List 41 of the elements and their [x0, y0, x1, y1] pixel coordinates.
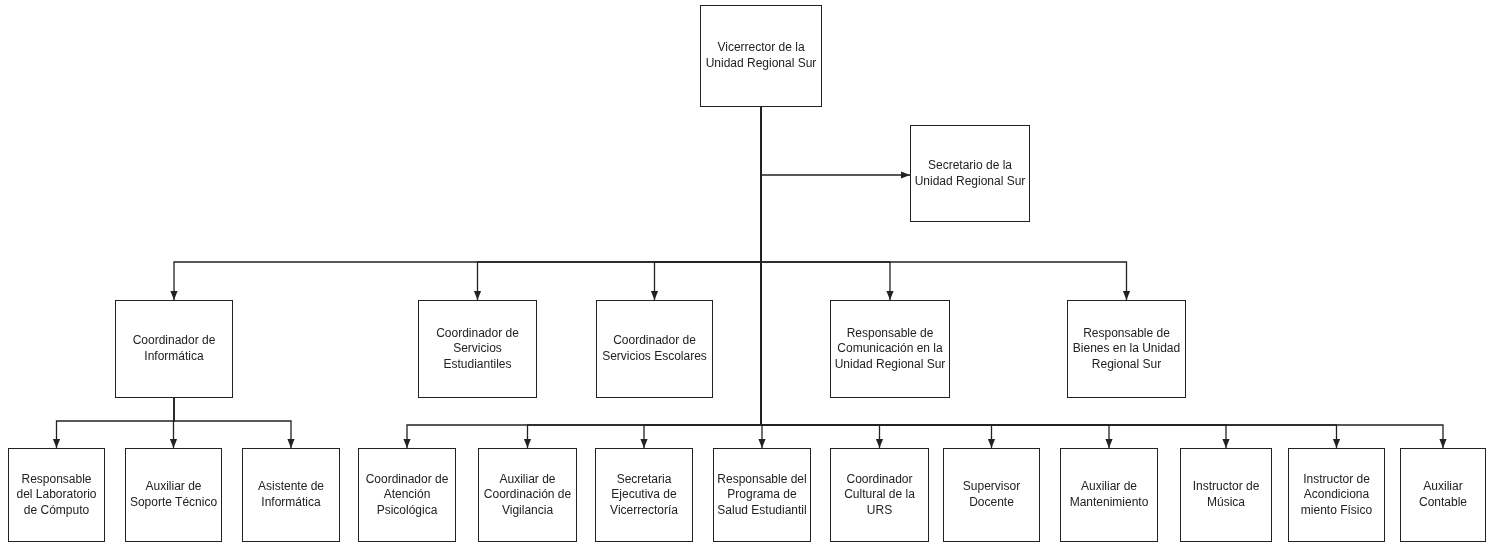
position-title: Coordinador de Servicios Escolares	[601, 333, 708, 365]
position-title: Secretaria Ejecutiva de Vicerrectoría	[609, 471, 679, 519]
position-box	[700, 5, 822, 107]
position-box	[418, 300, 537, 398]
position-box	[943, 448, 1040, 542]
position-box	[1288, 448, 1385, 542]
position-title: Supervisor Docente	[961, 479, 1022, 511]
position-title: Coordinador de Servicios Estudiantiles	[435, 325, 520, 373]
position-box	[8, 448, 105, 542]
position-box	[478, 448, 577, 542]
position-box	[910, 125, 1030, 222]
position-box	[830, 448, 929, 542]
position-box	[830, 300, 950, 398]
position-title: Responsable de Comunicación en la Unidad Regional Sur	[834, 325, 946, 373]
position-box	[1180, 448, 1272, 542]
position-title: Coordinador de Atención Psicológica	[364, 471, 450, 519]
position-title: Instructor de Música	[1191, 479, 1261, 511]
position-title: Auxiliar de Mantenimiento	[1068, 479, 1150, 511]
position-box	[1067, 300, 1186, 398]
position-box	[125, 448, 222, 542]
position-title: Responsable de Bienes en la Unidad Regional Sur	[1071, 325, 1182, 373]
position-title: Asistente de Informática	[256, 479, 325, 511]
position-title: Secretario de la Unidad Regional Sur	[914, 157, 1026, 190]
position-box	[1060, 448, 1158, 542]
position-title: Responsable del Laboratorio de Cómputo	[15, 471, 98, 519]
position-box	[115, 300, 233, 398]
position-title: Instructor de Acondiciona miento Físico	[1299, 471, 1374, 519]
position-box	[596, 300, 713, 398]
position-title: Auxiliar de Soporte Técnico	[129, 479, 218, 511]
position-title: Coordinador Cultural de la URS	[843, 471, 916, 519]
position-title: Auxiliar de Coordinación de Vigilancia	[482, 471, 573, 519]
position-box	[713, 448, 811, 542]
connector-arrow	[173, 397, 295, 449]
position-box	[242, 448, 340, 542]
position-title: Coordinador de Informática	[131, 333, 217, 365]
position-box	[595, 448, 693, 542]
position-title: Responsable del Programa de Salud Estudiantil	[717, 471, 807, 519]
position-title: Auxiliar Contable	[1417, 479, 1468, 511]
position-box	[358, 448, 456, 542]
position-box	[1400, 448, 1486, 542]
position-title: Vicerrector de la Unidad Regional Sur	[704, 40, 818, 72]
